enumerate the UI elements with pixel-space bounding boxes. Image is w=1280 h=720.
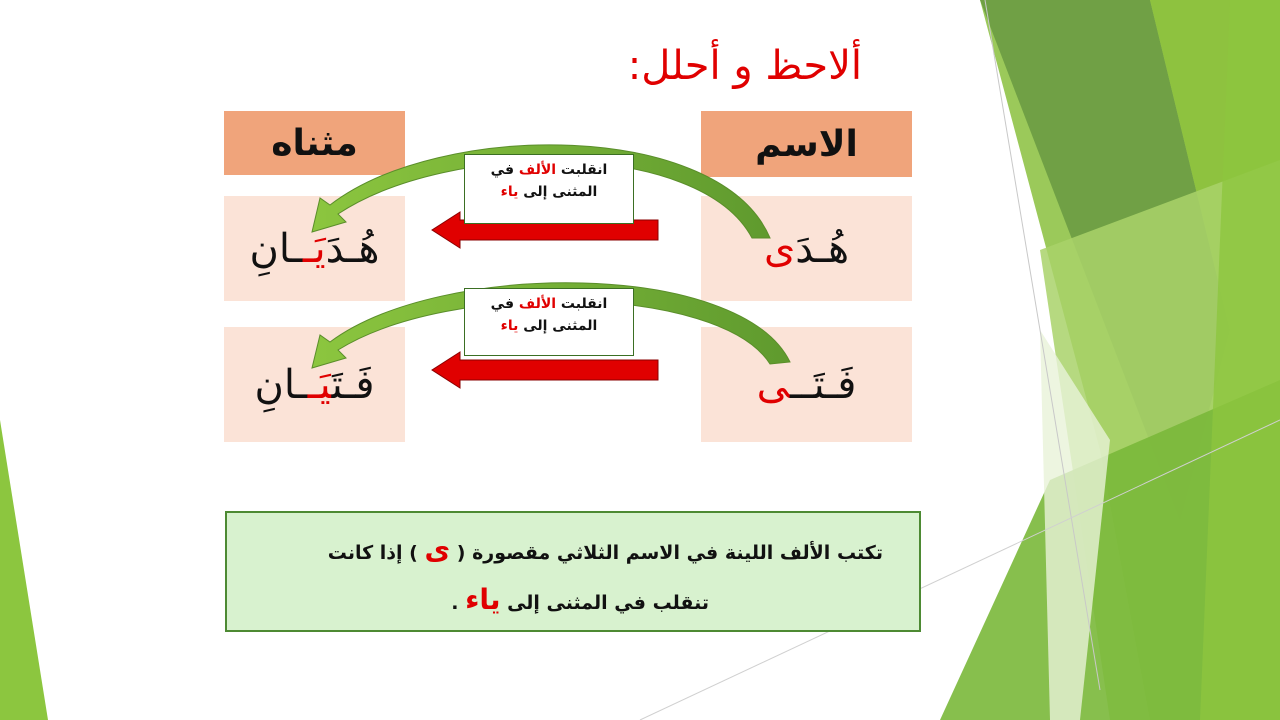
- header-dual: مثناه: [224, 111, 405, 175]
- header-dual-label: مثناه: [271, 122, 358, 164]
- note-1-line-2: المثنى إلى ياء: [500, 184, 598, 200]
- note-box-1: انقلبت الألف في المثنى إلى ياء: [464, 154, 634, 224]
- note-2-line-2: المثنى إلى ياء: [500, 318, 598, 334]
- page-title: ألاحظ و أحلل:: [627, 43, 862, 89]
- note-box-2: انقلبت الألف في المثنى إلى ياء: [464, 288, 634, 356]
- name-word-2: فَـتَــى: [756, 361, 857, 408]
- note-2-line-1: انقلبت الألف في: [490, 296, 608, 312]
- header-name-label: الاسم: [755, 123, 858, 165]
- name-word-1: هُـدَى: [763, 225, 850, 272]
- dual-cell-1: هُـدَيَــانِ: [224, 196, 405, 301]
- header-name: الاسم: [701, 111, 912, 177]
- name-cell-1: هُـدَى: [701, 196, 912, 301]
- name-cell-2: فَـتَــى: [701, 327, 912, 442]
- dual-word-2: فَـتَيَــانِ: [254, 361, 375, 408]
- rule-box: تكتب الألف اللينة في الاسم الثلاثي مقصور…: [225, 511, 921, 632]
- rule-line-2: تنقلب في المثنى إلى ياء .: [451, 583, 709, 616]
- dual-cell-2: فَـتَيَــانِ: [224, 327, 405, 442]
- rule-line-1: تكتب الألف اللينة في الاسم الثلاثي مقصور…: [327, 533, 883, 566]
- dual-word-1: هُـدَيَــانِ: [249, 225, 380, 272]
- note-1-line-1: انقلبت الألف في: [490, 162, 608, 178]
